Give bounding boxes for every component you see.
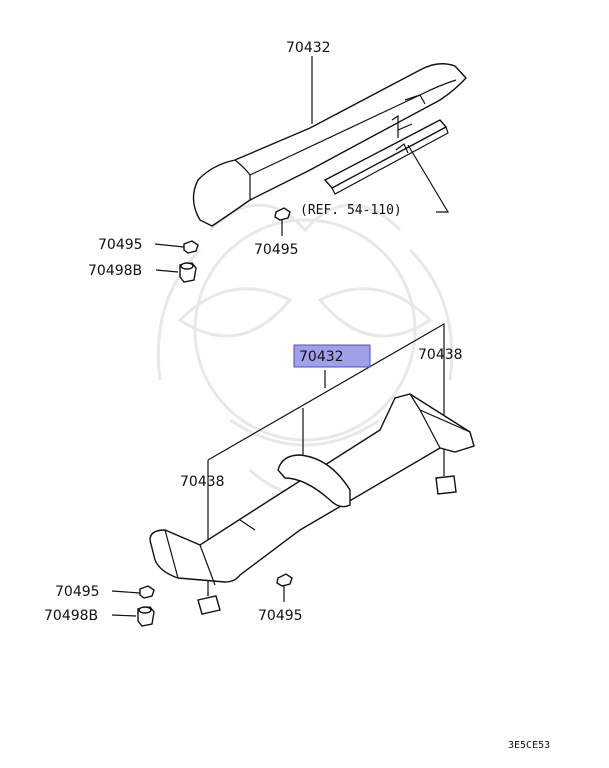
label-upper-left-grommet: 70498B xyxy=(88,263,142,279)
label-lower-left-clip: 70495 xyxy=(55,584,100,600)
label-upper-clip: 70495 xyxy=(254,242,299,258)
label-upper-left-clip: 70495 xyxy=(98,237,143,253)
label-reference: (REF. 54-110) xyxy=(300,203,402,218)
left-pad-part xyxy=(197,595,221,615)
brake-light-part xyxy=(323,114,449,195)
lower-left-grommet-part xyxy=(111,606,155,627)
label-lower-left-grommet: 70498B xyxy=(44,608,98,624)
right-pad-part xyxy=(435,475,457,495)
label-right-pad: 70438 xyxy=(418,347,463,363)
lower-clip-part xyxy=(276,573,293,602)
diagram-code: 3E5CE53 xyxy=(508,740,550,751)
upper-spoiler-part xyxy=(192,63,467,227)
upper-clip-part xyxy=(274,207,291,236)
label-left-pad: 70438 xyxy=(180,474,225,490)
lower-spoiler-part xyxy=(149,393,475,586)
upper-left-grommet-part xyxy=(155,262,197,283)
label-lower-spoiler: 70432 xyxy=(299,349,344,365)
upper-left-clip-part xyxy=(154,240,199,254)
lower-left-clip-part xyxy=(111,585,155,599)
highlight-box xyxy=(293,344,371,368)
label-upper-spoiler: 70432 xyxy=(286,40,331,56)
label-lower-clip: 70495 xyxy=(258,608,303,624)
